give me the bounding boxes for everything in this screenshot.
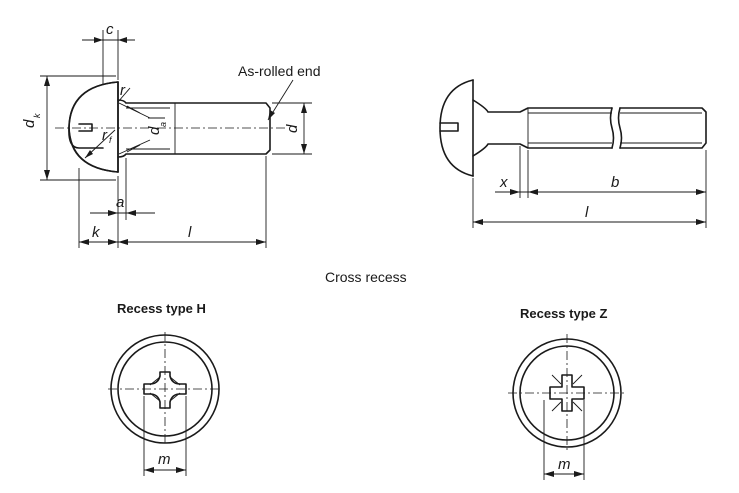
recess-h-cross [143, 371, 187, 409]
r-leader [117, 87, 131, 103]
head-dome-outline [68, 81, 119, 173]
shank-outline [117, 99, 271, 158]
l2-label: l [585, 204, 589, 221]
right-exterior-view: x b l [439, 79, 707, 228]
m-h-label: m [158, 451, 171, 468]
l-label: l [188, 224, 192, 241]
x-label: x [499, 174, 508, 191]
left-sectional-view: d k c r r f d a d As-rolled end [21, 21, 321, 248]
recess-z-rays [551, 374, 583, 412]
right-shank-outline [472, 99, 707, 157]
kl-arrows [79, 239, 266, 245]
recess-section-lines [118, 102, 151, 155]
right-head-slot [439, 122, 459, 132]
rf-subscript: f [109, 135, 113, 145]
recess-h-caption: Recess type H [117, 301, 206, 316]
a-arrows [108, 210, 136, 216]
dk-subscript: k [32, 113, 42, 118]
d-label: d [284, 124, 301, 133]
m-z-arrows [544, 471, 584, 477]
k-label: k [92, 224, 101, 241]
recess-type-h-view: m [108, 332, 222, 476]
recess-z-caption: Recess type Z [520, 306, 607, 321]
recess-z-cross [549, 374, 585, 412]
c-arrows [94, 37, 127, 43]
rf-arrow [85, 150, 93, 158]
dk-label: d [21, 119, 38, 128]
m-h-arrows [144, 467, 186, 473]
recess-type-z-view: m [508, 334, 626, 480]
head-slot [78, 123, 93, 132]
break-left [609, 107, 615, 149]
da-subscript: a [158, 122, 168, 127]
as-rolled-end-label: As-rolled end [238, 63, 321, 79]
m-z-label: m [558, 456, 571, 473]
da-label: d [146, 126, 163, 135]
right-head-dome [439, 79, 474, 177]
recess-h-cross-inner [149, 376, 181, 402]
rf-label: r [102, 127, 108, 144]
as-rolled-arrow [268, 110, 275, 120]
a-label: a [116, 194, 124, 211]
break-right [617, 107, 623, 149]
head-dome [68, 81, 119, 173]
r-label: r [120, 82, 126, 99]
b-label: b [611, 174, 619, 191]
cross-recess-caption: Cross recess [325, 269, 407, 285]
c-label: c [106, 21, 114, 38]
